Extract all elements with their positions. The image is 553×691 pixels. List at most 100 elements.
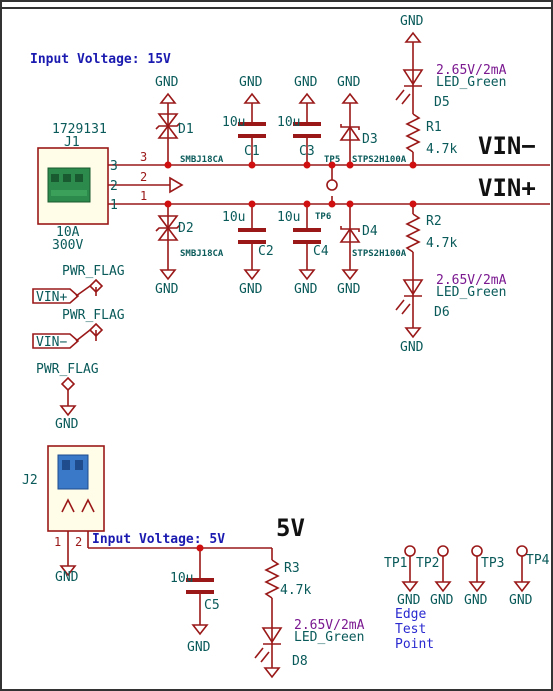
gnd-label-c5: GND: [187, 640, 211, 655]
resistor-r1: R1 4.7k: [405, 113, 457, 157]
pwr-flag-1-label: PWR_FLAG: [62, 264, 125, 279]
no-connect-arrow: [169, 176, 184, 194]
d6-value: LED_Green: [436, 285, 506, 300]
net-label-vin-minus: VIN−: [478, 132, 536, 160]
r1-value: 4.7k: [426, 142, 457, 157]
net-label-vin-plus: VIN+: [478, 174, 536, 202]
net-label-vin-minus-flag: VIN−: [32, 333, 80, 350]
capacitor-c4: 10u C4: [277, 210, 329, 259]
d5-value: LED_Green: [436, 75, 506, 90]
gnd-label-c3: GND: [294, 75, 318, 90]
capacitor-c2: 10u C2: [222, 210, 274, 259]
tp3-ref: TP3: [481, 556, 504, 571]
c1-ref: C1: [244, 144, 260, 159]
j1-pin-2: 2: [110, 179, 118, 194]
capacitor-c1: 10u C1: [222, 115, 266, 159]
note-input-5v: Input Voltage: 5V: [92, 532, 225, 547]
tvs-diode-d1: D1 SMBJ18CA: [155, 113, 224, 165]
c2-value: 10u: [222, 210, 245, 225]
note-input-15v: Input Voltage: 15V: [30, 52, 171, 67]
gnd-label-d5: GND: [400, 14, 424, 29]
j1-pin-1: 1: [110, 198, 118, 213]
c3-ref: C3: [299, 144, 315, 159]
edge-test-point-line3: Point: [395, 637, 434, 652]
c2-ref: C2: [258, 244, 274, 259]
gnd-label-d1: GND: [155, 75, 179, 90]
tp4-ref: TP4: [526, 553, 550, 568]
led-d5: 2.65V/2mA LED_Green D5: [395, 63, 507, 110]
led-d8: 2.65V/2mA LED_Green D8: [254, 618, 365, 669]
c5-ref: C5: [204, 598, 220, 613]
gnd-labels: GND GND GND GND GND GND GND GND GND GND …: [55, 14, 533, 655]
tp5-ref: TP5: [324, 155, 340, 165]
test-points-bottom: TP1 TP2 TP3 TP4 Edge Test Point: [384, 545, 550, 652]
j1-rating-current: 10A: [56, 225, 80, 240]
d4-ref: D4: [362, 224, 378, 239]
j2-ref: J2: [22, 473, 38, 488]
gnd-label-d3: GND: [337, 75, 361, 90]
d5-ref: D5: [434, 95, 450, 110]
d1-value: SMBJ18CA: [180, 155, 224, 165]
gnd-label-d6: GND: [400, 340, 424, 355]
j1-value: 1729131: [52, 122, 107, 137]
r2-value: 4.7k: [426, 236, 457, 251]
gnd-label-j2: GND: [55, 570, 79, 585]
j1-ref: J1: [64, 135, 80, 150]
tp2-ref: TP2: [416, 556, 439, 571]
d6-ref: D6: [434, 305, 450, 320]
c4-ref: C4: [313, 244, 329, 259]
r3-ref: R3: [284, 561, 300, 576]
led-d6: 2.65V/2mA LED_Green D6: [395, 273, 507, 320]
gnd-label-d2: GND: [155, 282, 179, 297]
c3-value: 10u: [277, 115, 300, 130]
gnd-symbols: [59, 31, 531, 679]
d8-ref: D8: [292, 654, 308, 669]
c5-value: 10u: [170, 571, 193, 586]
gnd-label-c2: GND: [239, 282, 263, 297]
schottky-diode-d4: D4 STPS2H100A: [339, 224, 407, 259]
d1-ref: D1: [178, 122, 194, 137]
j1-pin-num-3: 3: [140, 150, 147, 164]
d5-note: 2.65V/2mA: [436, 63, 507, 78]
schottky-diode-d3: D3 STPS2H100A: [339, 124, 407, 165]
j2-pin-1: 1: [54, 535, 61, 549]
resistor-r2: R2 4.7k: [405, 213, 457, 253]
j1-pin-num-1: 1: [140, 189, 147, 203]
d2-ref: D2: [178, 221, 194, 236]
test-point-tp5: TP5: [324, 155, 340, 191]
d3-ref: D3: [362, 132, 378, 147]
junction-dots: [164, 161, 417, 552]
tvs-diode-d2: D2 SMBJ18CA: [155, 215, 224, 259]
pwr-flag-2: PWR_FLAG: [62, 308, 125, 342]
wires: [67, 42, 550, 668]
edge-test-point-line2: Test: [395, 622, 426, 637]
pwr-flag-2-label: PWR_FLAG: [62, 308, 125, 323]
net-label-5v: 5V: [276, 514, 305, 542]
edge-test-point-line1: Edge: [395, 607, 426, 622]
pwr-flag-3-label: PWR_FLAG: [36, 362, 99, 377]
gnd-label-c1: GND: [239, 75, 263, 90]
r3-value: 4.7k: [280, 583, 311, 598]
d4-value: STPS2H100A: [352, 249, 407, 259]
pwr-flag-1: PWR_FLAG: [62, 264, 125, 297]
d2-value: SMBJ18CA: [180, 249, 224, 259]
tp6-ref: TP6: [315, 212, 331, 222]
j1-rating-voltage: 300V: [52, 238, 83, 253]
net-label-vin-plus-flag: VIN+: [32, 288, 80, 305]
d8-note: 2.65V/2mA: [294, 618, 365, 633]
d8-value: LED_Green: [294, 630, 364, 645]
j1-pin-num-2: 2: [140, 170, 147, 184]
connector-j2: J2 1 2: [22, 445, 105, 549]
gnd-label-tp4: GND: [509, 593, 533, 608]
r2-ref: R2: [426, 214, 442, 229]
vin-plus-flag-text: VIN+: [36, 290, 67, 305]
connector-j1: 1729131 J1 10A 300V 3 2 1 3 2 1: [37, 122, 184, 253]
j1-pin-3: 3: [110, 159, 118, 174]
gnd-label-pwr3: GND: [55, 417, 79, 432]
j2-pin-2: 2: [75, 535, 82, 549]
c4-value: 10u: [277, 210, 300, 225]
capacitor-c3: 10u C3: [277, 115, 321, 159]
vin-minus-flag-text: VIN−: [36, 335, 67, 350]
